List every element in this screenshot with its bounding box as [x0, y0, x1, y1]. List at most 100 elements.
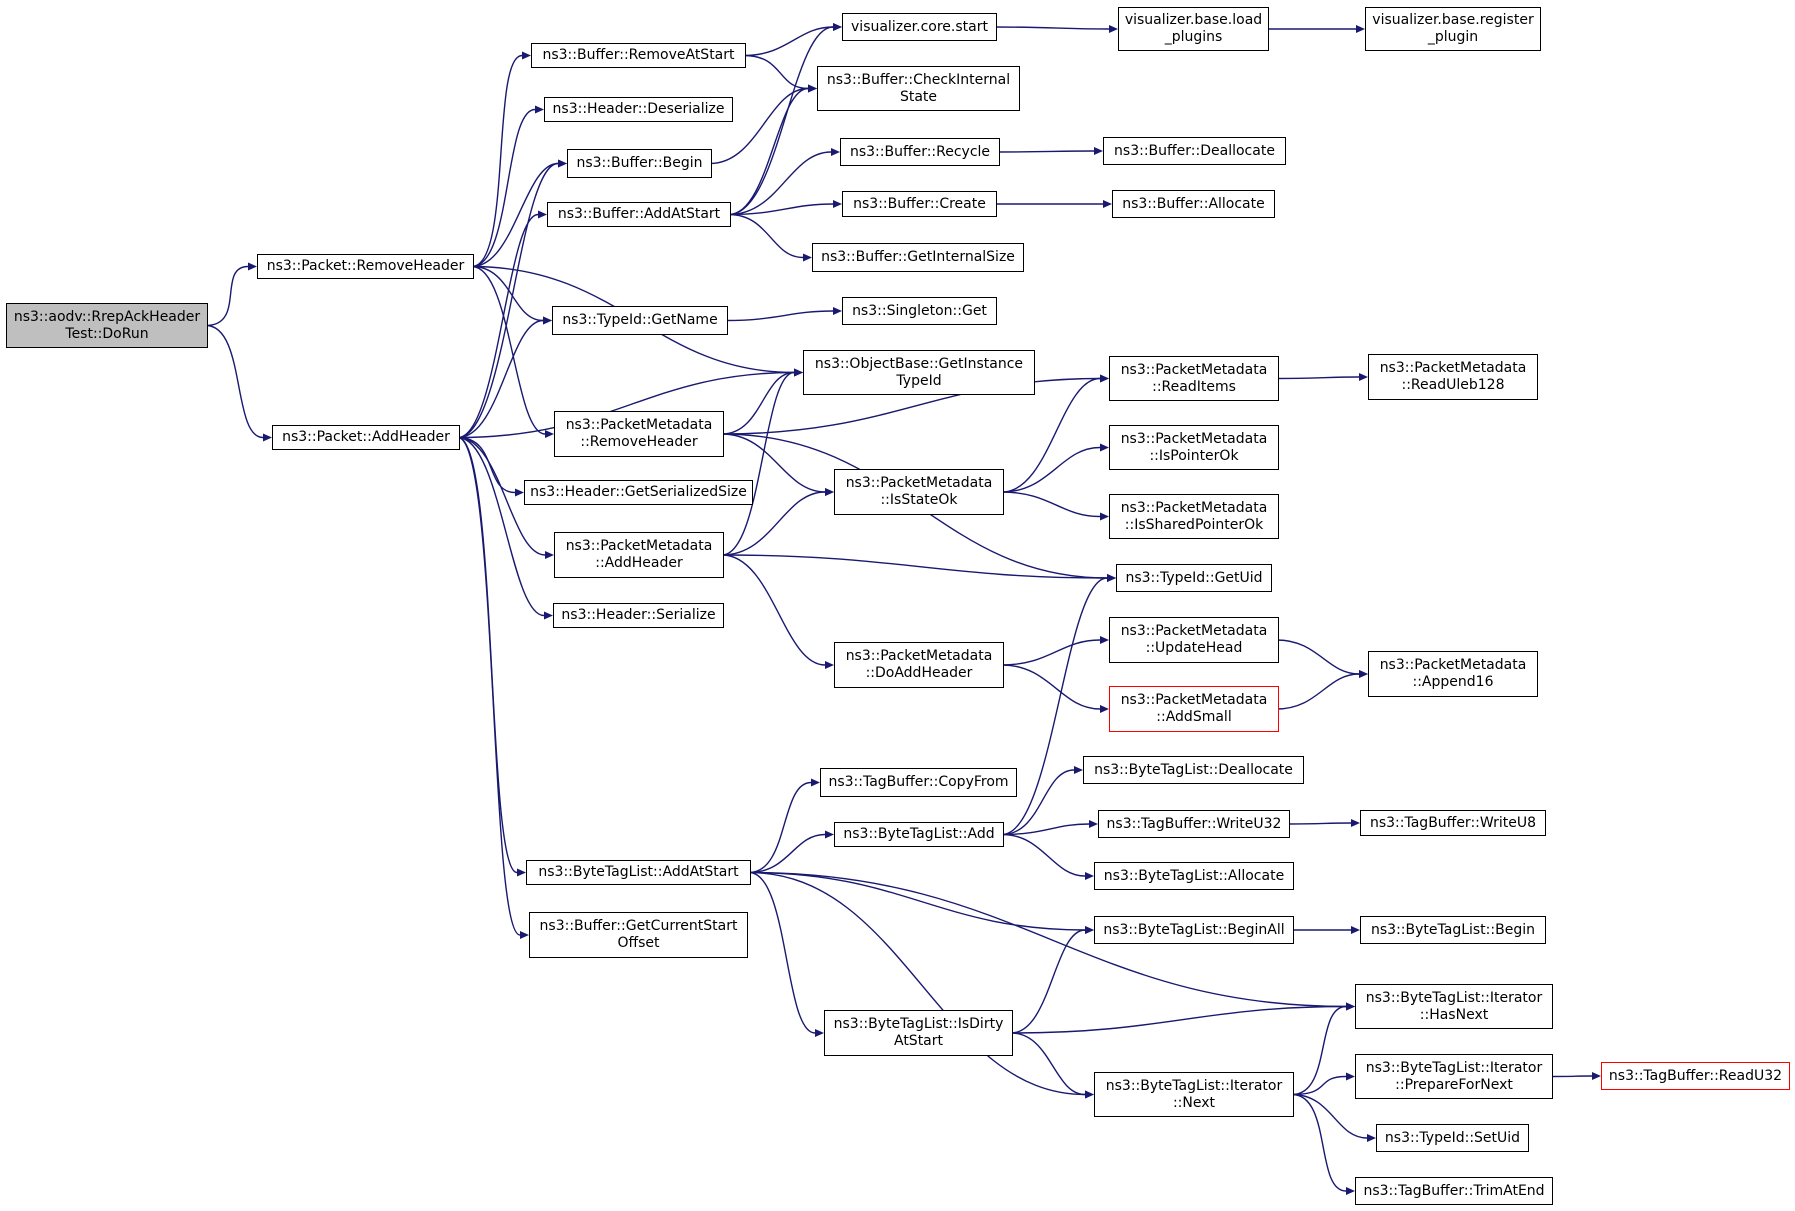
- node-vis-base-load-plugins[interactable]: visualizer.base.load_plugins: [1118, 7, 1269, 51]
- node-pm-removeheader[interactable]: ns3::PacketMetadata::RemoveHeader: [554, 411, 724, 457]
- node-typeid-getname[interactable]: ns3::TypeId::GetName: [552, 306, 728, 335]
- node-btl-iter-preparefornext[interactable]: ns3::ByteTagList::Iterator::PrepareForNe…: [1355, 1054, 1553, 1099]
- edge-arrow: [997, 150, 1095, 153]
- node-pm-readuleb128[interactable]: ns3::PacketMetadata::ReadUleb128: [1368, 354, 1538, 400]
- node-label: ns3::Buffer::GetCurrentStart: [539, 918, 738, 934]
- edge-arrow: [721, 377, 1101, 435]
- node-hdr-serialize[interactable]: ns3::Header::Serialize: [553, 603, 724, 628]
- node-buf-recycle[interactable]: ns3::Buffer::Recycle: [840, 138, 1000, 166]
- node-typeid-getuid[interactable]: ns3::TypeId::GetUid: [1116, 564, 1272, 592]
- node-buf-create[interactable]: ns3::Buffer::Create: [842, 191, 997, 217]
- node-vis-base-register-plugin[interactable]: visualizer.base.register_plugin: [1365, 7, 1541, 51]
- node-btl-allocate[interactable]: ns3::ByteTagList::Allocate: [1094, 862, 1294, 890]
- arrowhead: [833, 200, 842, 208]
- node-buf-removeatstart[interactable]: ns3::Buffer::RemoveAtStart: [531, 43, 746, 68]
- edge-arrow: [457, 436, 521, 936]
- node-label: ::ReadUleb128: [1401, 377, 1505, 393]
- node-buf-allocate[interactable]: ns3::Buffer::Allocate: [1112, 190, 1275, 218]
- node-label: visualizer.core.start: [851, 18, 988, 35]
- edge-arrow: [748, 871, 816, 1034]
- arrowhead: [545, 551, 554, 559]
- node-label: ns3::Buffer::Allocate: [1122, 195, 1265, 212]
- node-tb-copyfrom[interactable]: ns3::TagBuffer::CopyFrom: [820, 768, 1017, 797]
- node-btl-iter-hasnext[interactable]: ns3::ByteTagList::Iterator::HasNext: [1355, 984, 1553, 1029]
- node-pm-addsmall[interactable]: ns3::PacketMetadata::AddSmall: [1109, 686, 1279, 732]
- node-buf-addatstart[interactable]: ns3::Buffer::AddAtStart: [547, 202, 731, 227]
- node-pm-updatehead[interactable]: ns3::PacketMetadata::UpdateHead: [1109, 617, 1279, 663]
- node-btl-begin[interactable]: ns3::ByteTagList::Begin: [1360, 916, 1546, 944]
- arrowhead: [517, 868, 526, 877]
- node-singleton-get[interactable]: ns3::Singleton::Get: [842, 297, 997, 325]
- node-btl-addatstart[interactable]: ns3::ByteTagList::AddAtStart: [526, 860, 751, 885]
- node-label: ns3::TagBuffer::WriteU32: [1106, 815, 1282, 832]
- node-label: TypeId: [896, 372, 942, 389]
- node-label: ns3::Buffer::Begin: [576, 155, 703, 171]
- node-label: ns3::Buffer::Create: [853, 195, 986, 212]
- node-btl-iter-next[interactable]: ns3::ByteTagList::Iterator::Next: [1094, 1072, 1294, 1117]
- node-label: ns3::TypeId::GetUid: [1125, 569, 1263, 586]
- node-label: ns3::PacketMetadata: [1120, 692, 1268, 708]
- edge-arrow: [725, 310, 834, 322]
- edge-arrow: [1001, 769, 1075, 836]
- node-pm-issharedpointerok[interactable]: ns3::PacketMetadata::IsSharedPointerOk: [1109, 494, 1279, 539]
- edge-arrow: [748, 871, 1086, 1096]
- node-label: ::IsStateOk: [880, 492, 958, 508]
- node-buf-begin[interactable]: ns3::Buffer::Begin: [567, 149, 712, 178]
- node-pm-isstateok[interactable]: ns3::PacketMetadata::IsStateOk: [834, 469, 1004, 515]
- node-vis-core-start[interactable]: visualizer.core.start: [842, 13, 997, 41]
- node-label: AtStart: [893, 1033, 944, 1049]
- node-typeid-setuid[interactable]: ns3::TypeId::SetUid: [1376, 1124, 1529, 1152]
- node-pm-addheader[interactable]: ns3::PacketMetadata::AddHeader: [554, 532, 724, 578]
- edge-arrow: [994, 26, 1110, 30]
- node-pm-append16[interactable]: ns3::PacketMetadata::Append16: [1368, 651, 1538, 697]
- node-pm-readitems[interactable]: ns3::PacketMetadata::ReadItems: [1109, 356, 1279, 401]
- node-tb-readu32[interactable]: ns3::TagBuffer::ReadU32: [1601, 1062, 1790, 1090]
- node-label: ns3::PacketMetadata: [845, 648, 993, 664]
- arrowhead: [1351, 819, 1360, 827]
- node-label: ns3::ByteTagList::BeginAll: [1103, 921, 1285, 938]
- node-label: ns3::PacketMetadata: [1120, 361, 1268, 378]
- arrowhead: [538, 210, 547, 219]
- arrowhead: [545, 430, 554, 438]
- node-label: ::IsSharedPointerOk: [1124, 516, 1264, 533]
- arrowhead: [520, 931, 529, 939]
- edge-arrow: [721, 371, 795, 435]
- node-pm-doaddheader[interactable]: ns3::PacketMetadata::DoAddHeader: [834, 642, 1004, 688]
- arrowhead: [1351, 926, 1360, 934]
- arrowhead: [1109, 25, 1118, 33]
- node-pm-ispointerok[interactable]: ns3::PacketMetadata::IsPointerOk: [1109, 425, 1279, 470]
- node-hdr-deserialize[interactable]: ns3::Header::Deserialize: [544, 97, 733, 122]
- node-label: State: [899, 88, 938, 105]
- node-buf-getinternalsize[interactable]: ns3::Buffer::GetInternalSize: [812, 243, 1024, 272]
- node-label: ::UpdateHead: [1145, 640, 1243, 656]
- node-label: ns3::ByteTagList::Begin: [1371, 921, 1535, 938]
- node-tb-trimatend[interactable]: ns3::TagBuffer::TrimAtEnd: [1355, 1177, 1553, 1205]
- edge-arrow: [721, 491, 826, 556]
- node-addheader[interactable]: ns3::Packet::AddHeader: [272, 425, 460, 450]
- node-buf-deallocate[interactable]: ns3::Buffer::Deallocate: [1103, 137, 1286, 165]
- node-label: ::Next: [1172, 1094, 1216, 1111]
- node-removeheader[interactable]: ns3::Packet::RemoveHeader: [257, 254, 474, 279]
- edge-arrow: [1001, 823, 1090, 836]
- node-label: ns3::ByteTagList::IsDirty: [833, 1016, 1004, 1032]
- arrowhead: [794, 368, 803, 377]
- node-tb-writeu32[interactable]: ns3::TagBuffer::WriteU32: [1098, 810, 1290, 838]
- node-label: ::RemoveHeader: [580, 434, 698, 450]
- arrowhead: [808, 84, 817, 93]
- node-label: ns3::ByteTagList::Iterator: [1365, 989, 1543, 1006]
- edge-arrow: [728, 213, 804, 259]
- node-hdr-getserializedsize[interactable]: ns3::Header::GetSerializedSize: [524, 480, 753, 505]
- node-btl-beginall[interactable]: ns3::ByteTagList::BeginAll: [1094, 916, 1294, 944]
- node-label: ns3::ByteTagList::AddAtStart: [538, 864, 739, 880]
- node-label: ns3::Buffer::Deallocate: [1114, 142, 1275, 159]
- node-tb-writeu8[interactable]: ns3::TagBuffer::WriteU8: [1360, 810, 1546, 836]
- node-label: ns3::ByteTagList::Deallocate: [1094, 761, 1293, 778]
- node-btl-deallocate[interactable]: ns3::ByteTagList::Deallocate: [1083, 756, 1304, 784]
- node-btl-add[interactable]: ns3::ByteTagList::Add: [834, 822, 1004, 847]
- edge-arrow: [1001, 377, 1101, 493]
